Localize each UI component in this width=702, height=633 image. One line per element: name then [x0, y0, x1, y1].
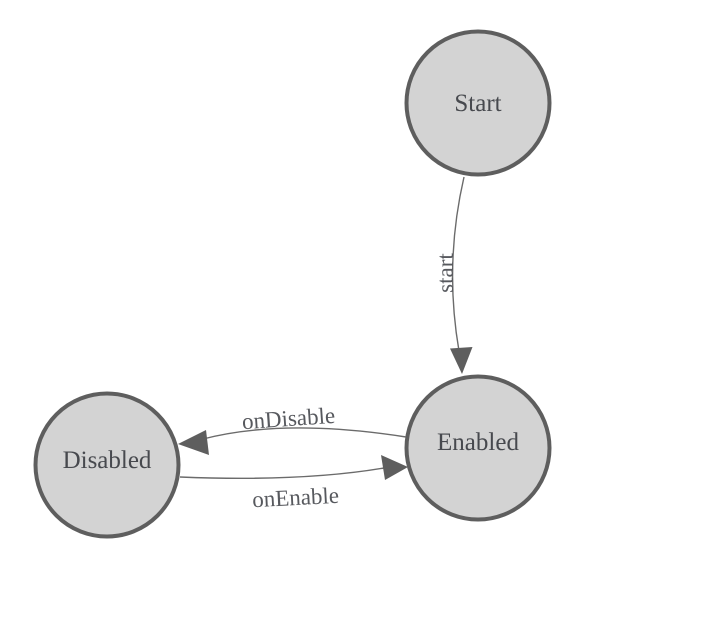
edge-ondisable-arrowhead-icon: [178, 430, 209, 455]
edge-start-line: [451, 176, 465, 352]
node-start[interactable]: Start: [404, 29, 552, 177]
node-enabled-circle[interactable]: [404, 374, 552, 522]
node-disabled[interactable]: Disabled: [33, 391, 181, 539]
node-enabled[interactable]: Enabled: [404, 374, 552, 522]
edge-ondisable-line: [202, 427, 407, 440]
node-start-circle[interactable]: [404, 29, 552, 177]
node-disabled-label: Disabled: [63, 447, 152, 474]
node-enabled-label: Enabled: [437, 429, 519, 456]
edge-disabled-to-enabled: onEnable: [179, 455, 408, 513]
node-start-label: Start: [454, 90, 501, 117]
edge-enabled-to-disabled: onDisable: [178, 403, 407, 455]
edge-ondisable-label: onDisable: [241, 403, 336, 434]
edge-onenable-arrowhead-icon: [381, 455, 408, 480]
node-disabled-circle[interactable]: [33, 391, 181, 539]
edge-onenable-label: onEnable: [252, 483, 340, 513]
edge-start-arrowhead-icon: [450, 347, 473, 374]
edge-start-label: start: [433, 253, 458, 293]
edge-start-to-enabled: start: [433, 176, 473, 374]
edge-onenable-line: [179, 467, 385, 480]
